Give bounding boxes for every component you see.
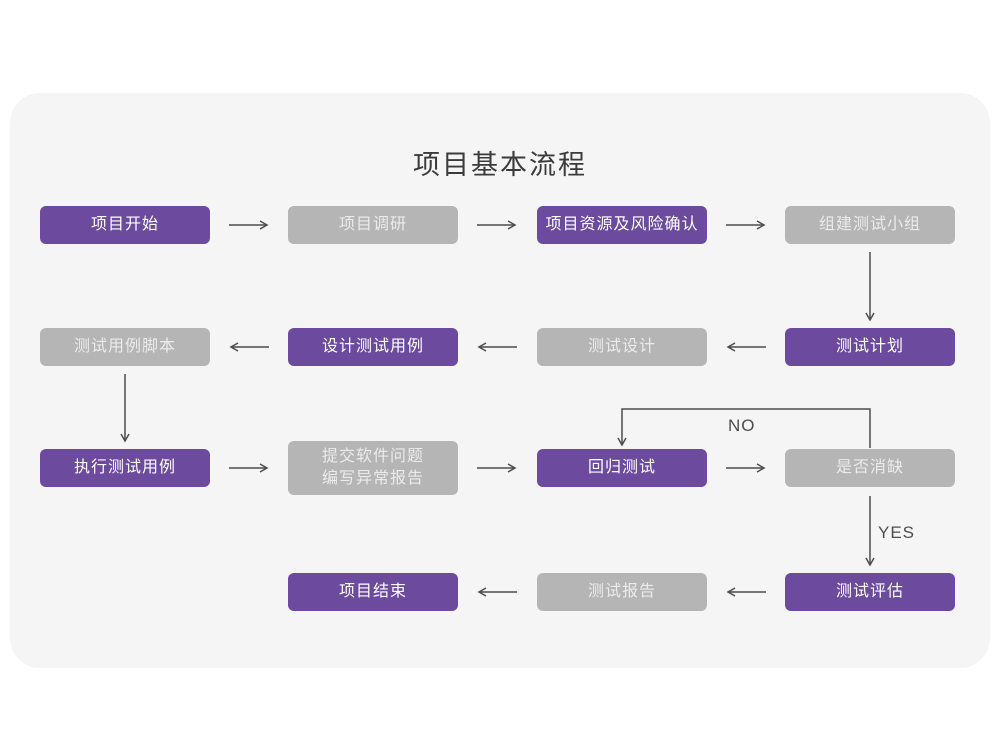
node-test-evaluation: 测试评估: [785, 573, 955, 611]
diagram-title: 项目基本流程: [413, 150, 587, 180]
node-defect-cleared: 是否消缺: [785, 449, 955, 487]
node-design-test-cases: 设计测试用例: [288, 328, 458, 366]
node-test-plan: 测试计划: [785, 328, 955, 366]
node-resource-risk: 项目资源及风险确认: [537, 206, 707, 244]
node-test-design: 测试设计: [537, 328, 707, 366]
node-submit-issue-report: 提交软件问题 编写异常报告: [288, 441, 458, 495]
branch-label-no: NO: [728, 416, 756, 435]
flowchart-card: [10, 93, 990, 668]
node-project-research: 项目调研: [288, 206, 458, 244]
node-build-test-team: 组建测试小组: [785, 206, 955, 244]
node-project-end: 项目结束: [288, 573, 458, 611]
branch-label-yes: YES: [878, 523, 916, 542]
node-regression-test: 回归测试: [537, 449, 707, 487]
node-test-report: 测试报告: [537, 573, 707, 611]
node-execute-test-cases: 执行测试用例: [40, 449, 210, 487]
node-test-case-script: 测试用例脚本: [40, 328, 210, 366]
node-project-start: 项目开始: [40, 206, 210, 244]
